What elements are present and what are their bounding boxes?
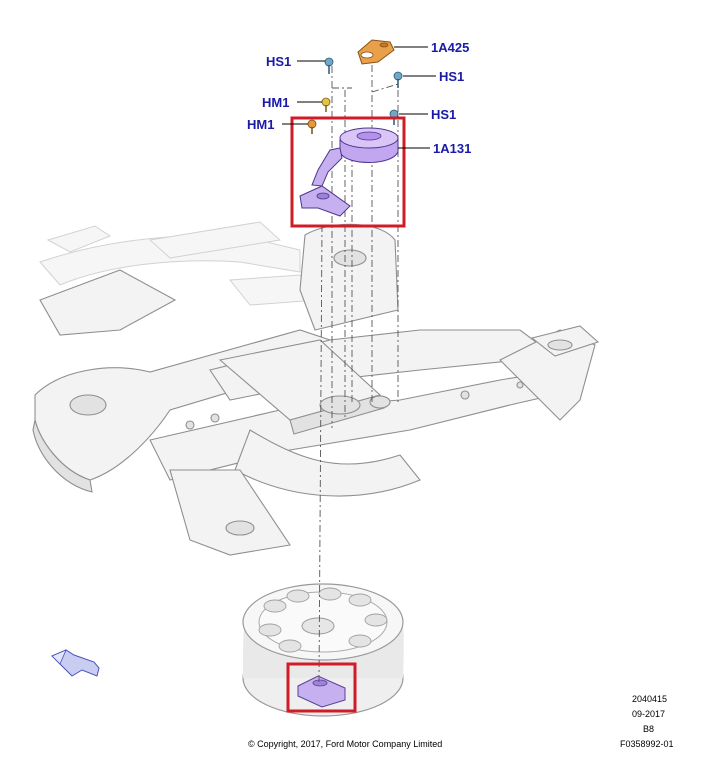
spare-wheel [242, 583, 404, 717]
spare-wheel-retainer-plate [297, 675, 346, 708]
illustration-revision: B8 [643, 724, 654, 734]
callout-hm1-lower: HM1 [247, 117, 274, 132]
callout-hm1-upper: HM1 [262, 95, 289, 110]
callout-hs1-right: HS1 [439, 69, 464, 84]
highlight-box-retainer [286, 662, 357, 713]
bracket-1a425 [357, 39, 395, 65]
callout-leaders [282, 46, 436, 149]
fastener-hm1-upper [321, 97, 331, 112]
illustration-date: 09-2017 [632, 709, 665, 719]
front-direction-arrow-icon [51, 649, 100, 677]
fastener-hs1-right [393, 71, 403, 88]
callout-hs1-top: HS1 [266, 54, 291, 69]
fastener-hs1-top [324, 57, 334, 74]
callout-hs1-lower: HS1 [431, 107, 456, 122]
fastener-hm1-lower [307, 119, 317, 134]
spare-wheel-carrier-1a131 [299, 127, 399, 217]
figure-id: F0358992-01 [620, 739, 674, 749]
highlight-box-carrier [290, 116, 406, 228]
copyright-notice: © Copyright, 2017, Ford Motor Company Li… [248, 739, 442, 749]
front-subframe [32, 223, 600, 556]
callout-1a131: 1A131 [433, 141, 471, 156]
rear-frame-ghost [39, 221, 319, 306]
illustration-code: 2040415 [632, 694, 667, 704]
callout-1a425: 1A425 [431, 40, 469, 55]
